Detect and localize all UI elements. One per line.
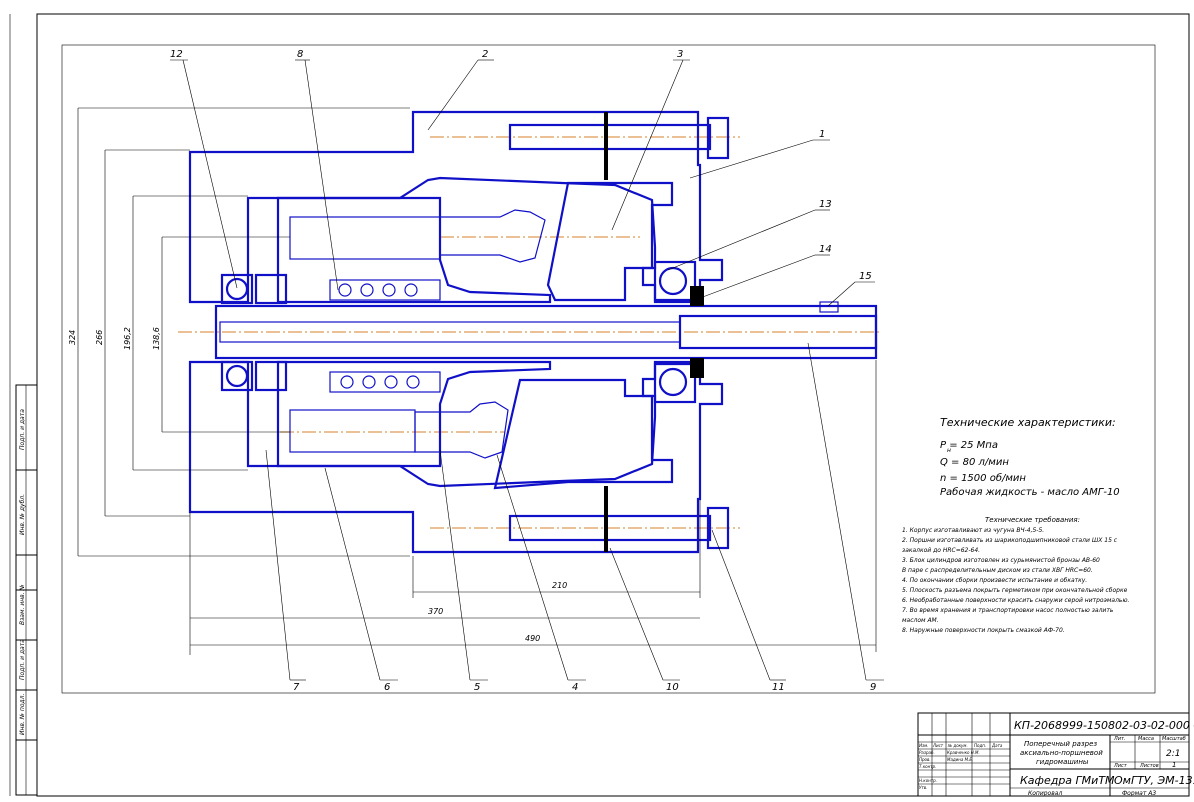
callout-3: 3	[677, 49, 683, 60]
side-stamp-label-4: Подп. и дата	[19, 639, 26, 680]
callout-4: 4	[572, 682, 578, 693]
university-group: ОмГТУ, ЭМ-131	[1114, 774, 1194, 787]
role-dev: Разраб.	[919, 750, 935, 755]
callout-5: 5	[474, 682, 480, 693]
bearings	[220, 260, 704, 404]
role-ncontrol: Н.контр.	[919, 778, 937, 783]
swash-plate	[493, 181, 674, 490]
role-approved: Утв.	[919, 785, 927, 790]
tech-characteristics: Технические характеристики: P = 25 Мпа н…	[940, 416, 1120, 498]
callout-14: 14	[819, 244, 832, 255]
tech-req-line-2: 2. Поршни изготавливать из шарикоподшипн…	[902, 537, 1118, 544]
vertical-dimensions: 324 266 196,2 138,6	[68, 107, 410, 557]
callout-10: 10	[666, 682, 679, 693]
tech-req-line-1: 1. Корпус изготавливают из чугуна ВЧ-4,5…	[902, 527, 1044, 534]
dim-210: 210	[552, 581, 567, 590]
callouts: 12 8 2 3 1 13 14 15 7 6 5 4 10 11 9	[170, 49, 876, 693]
dim-138-6: 138,6	[152, 327, 161, 350]
tech-requirements: Технические требования: 1. Корпус изгота…	[902, 516, 1129, 634]
doc-code: КП-2068999-150802-03-02-000 СБ	[1014, 719, 1194, 732]
tech-char-title: Технические характеристики:	[940, 416, 1116, 429]
side-stamp-label-3: Взам. инв. №	[19, 584, 26, 625]
side-stamp: Подп. и дата Инв. № дубл. Взам. инв. № П…	[15, 384, 38, 796]
tech-req-title: Технические требования:	[985, 516, 1080, 524]
scale-value: 2:1	[1166, 749, 1180, 759]
lit-label: Лит.	[1113, 736, 1126, 742]
horizontal-dimensions: 210 370 490	[189, 360, 877, 655]
tech-req-line-9: 7. Во время хранения и транспортировки н…	[902, 607, 1114, 614]
spring-balls	[329, 279, 441, 393]
mass-label: Масса	[1138, 736, 1154, 742]
callout-15: 15	[859, 271, 872, 282]
tech-char-line-2: Q = 80 л/мин	[940, 457, 1009, 468]
callout-1: 1	[819, 129, 825, 140]
bolts	[508, 112, 730, 552]
callout-7: 7	[293, 682, 300, 693]
tech-char-line-3: n = 1500 об/мин	[940, 472, 1026, 484]
copied-label: Копировал	[1028, 790, 1062, 797]
role-check: Пров.	[919, 757, 931, 762]
tech-req-line-7: 5. Плоскость разъема покрыть герметиком …	[902, 587, 1128, 594]
row-date: Дата	[991, 743, 1003, 748]
dept-name: Кафедра ГМиТМ	[1020, 774, 1115, 787]
sheet-frame	[9, 13, 1190, 797]
tech-req-line-3: закалкой до HRC=62-64.	[902, 547, 980, 554]
sheets-label: Листов	[1139, 763, 1159, 769]
dim-324: 324	[68, 330, 77, 345]
sheets-value: 1	[1172, 761, 1176, 769]
callout-8: 8	[297, 49, 303, 60]
callout-13: 13	[819, 199, 832, 210]
tech-char-line-4: Рабочая жидкость - масло АМГ-10	[940, 486, 1120, 498]
tech-req-line-10: маслом АМ.	[902, 617, 939, 624]
row-sign: Подп.	[974, 743, 986, 748]
side-stamp-label-1: Подп. и дата	[19, 409, 26, 450]
side-stamp-label-5: Инв. № подл.	[19, 694, 26, 735]
row-izm: Изм.	[919, 743, 928, 748]
drawing-name-1: Поперечный разрез	[1024, 740, 1097, 748]
name-dev: Кравченко Н.М.	[947, 750, 980, 755]
callout-9: 9	[870, 682, 876, 693]
row-doc: № докум.	[947, 743, 968, 748]
callout-2: 2	[482, 49, 488, 60]
drawing-name-3: гидромашины	[1036, 758, 1089, 766]
tech-char-line-1: P = 25 Мпа	[940, 440, 998, 451]
callout-11: 11	[772, 682, 785, 693]
callout-6: 6	[384, 682, 390, 693]
shaft	[214, 301, 878, 360]
dim-196-2: 196,2	[123, 327, 132, 350]
role-tcontrol: Т.контр.	[919, 764, 936, 769]
drawing-name-2: аксиально-поршневой	[1020, 749, 1103, 757]
dim-490: 490	[525, 634, 540, 643]
scale-label: Масштаб	[1162, 736, 1186, 742]
pistons	[414, 209, 546, 459]
tech-req-line-5: В паре с распределительным диском из ста…	[902, 567, 1093, 574]
tech-req-line-6: 4. По окончании сборки произвести испыта…	[902, 577, 1087, 584]
sheet-label: Лист	[1113, 763, 1128, 769]
title-block: КП-2068999-150802-03-02-000 СБ Поперечны…	[917, 712, 1194, 797]
dim-370: 370	[428, 607, 443, 616]
format-label: Формат А3	[1122, 790, 1156, 797]
side-stamp-label-2: Инв. № дубл.	[19, 494, 26, 535]
tech-req-line-8: 6. Необработанные поверхности красить сн…	[902, 597, 1129, 604]
tech-req-line-4: 3. Блок цилиндров изготовлен из сурьмяни…	[902, 557, 1100, 564]
tech-char-subscript: н	[947, 447, 951, 454]
dim-266: 266	[95, 330, 104, 345]
name-check: Мадина М.Е.	[947, 757, 973, 762]
row-list: Лист	[932, 743, 944, 748]
callout-12: 12	[170, 49, 183, 60]
leader-lines	[170, 59, 884, 681]
tech-req-line-11: 8. Наружные поверхности покрыть смазкой …	[902, 627, 1065, 634]
